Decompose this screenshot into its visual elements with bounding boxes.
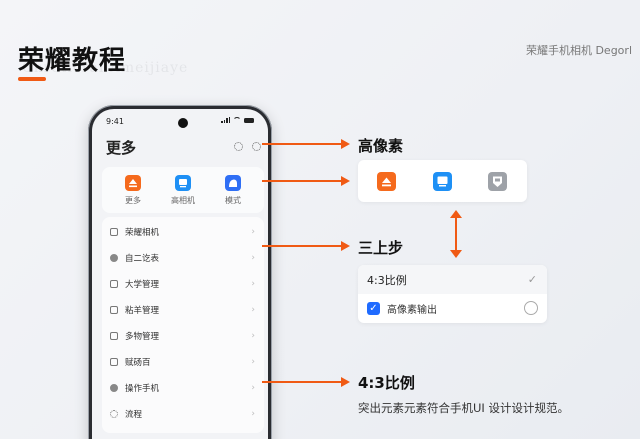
list-item-label: 荣耀相机: [125, 228, 160, 238]
chevron-right-icon: ›: [251, 305, 255, 315]
ghost-watermark: Chroticrai Ameijiaye: [22, 60, 189, 76]
high-pixel-checkbox[interactable]: ✓: [367, 302, 380, 315]
gear-icon: [110, 410, 118, 418]
option-ratio-label: 4:3比例: [367, 273, 407, 287]
list-item-label: 大学管理: [125, 280, 160, 290]
phone-screen: 9:41 更多 更多 高相机: [92, 109, 268, 439]
eject-icon[interactable]: [377, 172, 396, 191]
arrow-to-icon-panel: [262, 176, 350, 186]
chevron-right-icon: ›: [251, 279, 255, 289]
quick-action-label: 模式: [225, 195, 241, 205]
list-item[interactable]: 荣耀相机 ›: [102, 219, 264, 245]
radio-button[interactable]: [524, 301, 538, 315]
list-item-label: 自二讫表: [125, 254, 160, 264]
signal-icon: [221, 117, 230, 123]
double-arrow-vertical: [450, 210, 462, 258]
monitor-icon: [175, 174, 191, 191]
list-item[interactable]: 赋砀百 ›: [102, 349, 264, 375]
quick-action-more[interactable]: 更多: [111, 174, 155, 206]
cloud-icon: [225, 174, 241, 191]
monitor-icon[interactable]: [433, 172, 452, 191]
quick-action-label: 高相机: [171, 195, 195, 205]
arrow-to-three-steps: [262, 241, 350, 251]
wifi-icon: [233, 117, 241, 123]
list-item[interactable]: 大学管理 ›: [102, 271, 264, 297]
options-panel: 4:3比例 ✓ ✓ 高像素输出: [358, 265, 547, 323]
option-high-pixel-row[interactable]: ✓ 高像素输出: [358, 294, 547, 323]
quick-action-label: 更多: [125, 195, 141, 205]
list-item-label: 粘羊管理: [125, 306, 160, 316]
list-item-label: 赋砀百: [125, 358, 151, 368]
window-icon: [110, 358, 118, 366]
status-time: 9:41: [106, 117, 124, 126]
list-item-label: 操作手机: [125, 384, 160, 394]
check-icon: ✓: [527, 273, 537, 286]
smile-icon: [110, 384, 118, 392]
box-icon: [110, 332, 118, 340]
list-item[interactable]: 自二讫表 ›: [102, 245, 264, 271]
status-icons: [221, 117, 254, 123]
chevron-right-icon: ›: [251, 409, 255, 419]
save-icon: [110, 306, 118, 314]
chevron-right-icon: ›: [251, 331, 255, 341]
grid-icon[interactable]: [252, 142, 261, 151]
list-item[interactable]: 粘羊管理 ›: [102, 297, 264, 323]
settings-icon[interactable]: [234, 142, 243, 151]
eject-icon: [125, 174, 141, 191]
callout-three-steps-title: 三上步: [358, 239, 404, 257]
settings-list: 荣耀相机 › 自二讫表 › 大学管理 › 粘羊管理 › 多物管理 › 赋砀百 › 操作手机 ›…: [102, 217, 264, 433]
brand-label: 荣耀手机相机 Degorl: [525, 44, 632, 57]
chevron-right-icon: ›: [251, 253, 255, 263]
screen-title: 更多: [106, 139, 137, 157]
page-title: 荣耀教程: [18, 46, 127, 76]
phone-mockup: 9:41 更多 更多 高相机: [88, 105, 272, 439]
option-high-pixel-label: 高像素输出: [387, 305, 437, 316]
list-item-label: 多物管理: [125, 332, 160, 342]
quick-action-camera[interactable]: 高相机: [161, 174, 205, 206]
option-ratio-row[interactable]: 4:3比例 ✓: [358, 265, 547, 294]
chevron-right-icon: ›: [251, 383, 255, 393]
lock-icon: [110, 228, 118, 236]
list-item[interactable]: 流程 ›: [102, 401, 264, 427]
list-item-label: 流程: [125, 410, 143, 420]
list-item[interactable]: 操作手机 ›: [102, 375, 264, 401]
tag-icon[interactable]: [488, 172, 507, 191]
callout-high-pixel-title: 高像素: [358, 137, 404, 155]
chevron-right-icon: ›: [251, 227, 255, 237]
square-icon: [110, 280, 118, 288]
arrow-to-high-pixel: [262, 139, 350, 149]
callout-ratio-description: 突出元素元素符合手机UI 设计设计规范。: [358, 401, 569, 415]
arrow-to-ratio: [262, 377, 350, 387]
title-underline: [18, 77, 46, 81]
high-pixel-icon-panel: [358, 160, 527, 202]
quick-action-mode[interactable]: 模式: [211, 174, 255, 206]
list-item[interactable]: 多物管理 ›: [102, 323, 264, 349]
callout-ratio-title: 4:3比例: [358, 374, 415, 392]
quick-actions-card: 更多 高相机 模式: [102, 167, 264, 213]
battery-icon: [244, 117, 254, 123]
shield-icon: [110, 254, 118, 262]
chevron-right-icon: ›: [251, 357, 255, 367]
status-bar: 9:41: [92, 109, 268, 131]
camera-cutout: [178, 118, 188, 128]
